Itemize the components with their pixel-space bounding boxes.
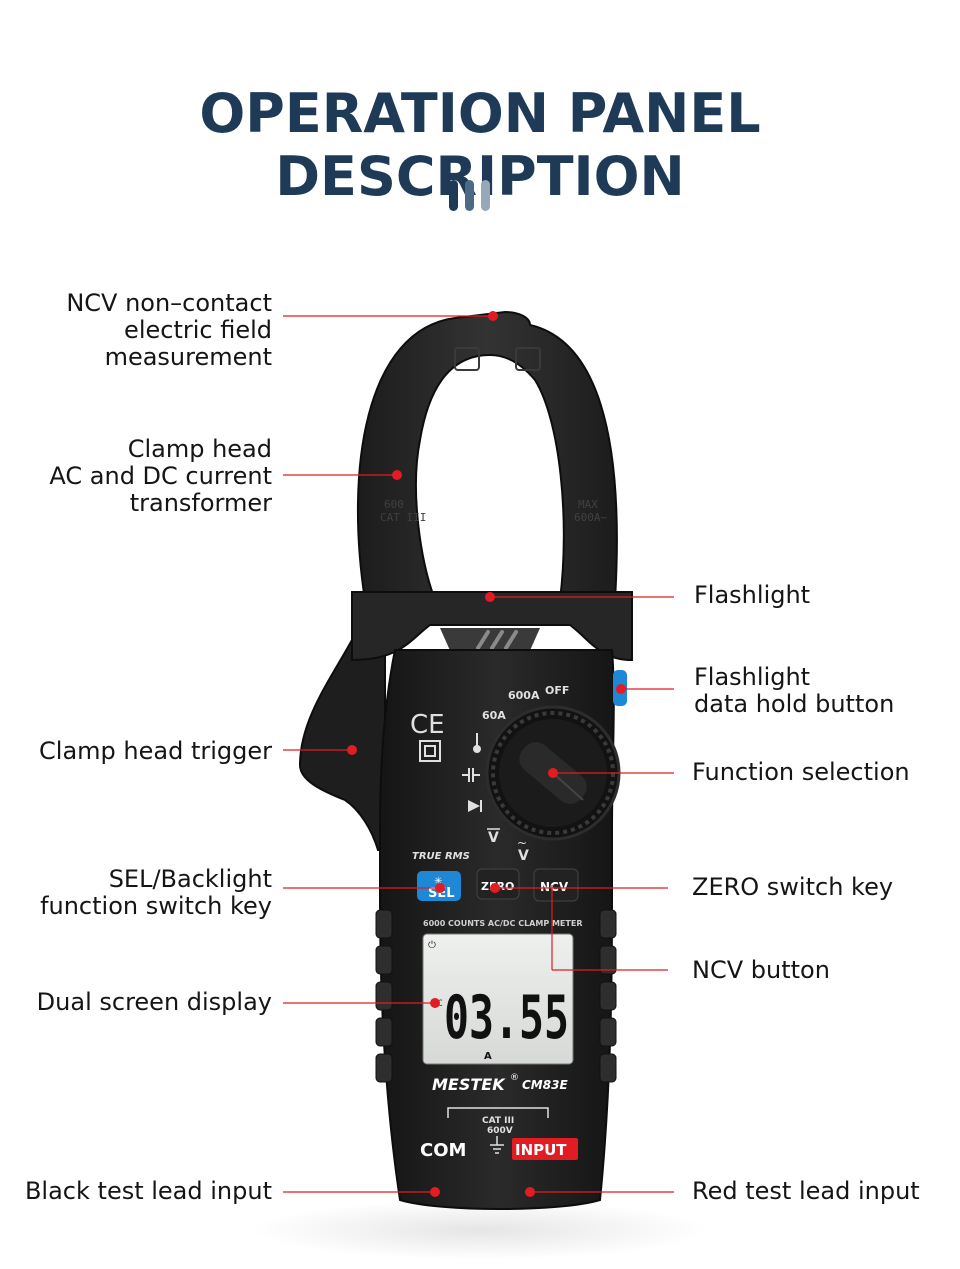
dial-label-off: OFF: [545, 684, 569, 697]
input-label: INPUT: [515, 1141, 567, 1159]
clamp-trigger[interactable]: [298, 638, 386, 851]
sel-button-label: SEL: [428, 886, 455, 901]
capacitor-icon: [462, 768, 480, 782]
model-banner-text: 6000 COUNTS AC/DC CLAMP METER: [423, 919, 582, 928]
diode-continuity-icon: [468, 800, 482, 812]
clamp-collar: [351, 591, 633, 662]
dial-label-vac: V: [518, 848, 529, 864]
callout-sel-backlight: SEL/Backlight function switch key: [40, 865, 272, 920]
callout-ncv-measurement: NCV non–contact electric field measureme…: [66, 289, 272, 371]
callout-red-lead: Red test lead input: [692, 1177, 920, 1205]
ground-icon: [490, 1136, 504, 1154]
dial-ac-tilde: ~: [517, 836, 527, 850]
ncv-button[interactable]: NCV: [533, 868, 579, 902]
deco-bar-2: [465, 180, 474, 211]
floor-shadow: [250, 1200, 710, 1260]
deco-bar-3: [481, 180, 490, 211]
callout-dual-screen: Dual screen display: [36, 988, 272, 1016]
dial-label-600a: 600A: [508, 689, 540, 702]
true-rms-text: TRUE RMS: [412, 851, 470, 862]
lcd-display: ⏻ DC 03.55 A: [422, 933, 574, 1065]
callout-black-lead: Black test lead input: [24, 1177, 272, 1205]
leader-lines: [283, 315, 674, 1193]
callout-flashlight-hold: Flashlight data hold button: [694, 663, 895, 718]
backlight-icon: ✳: [434, 876, 442, 887]
callout-ncv-button: NCV button: [692, 956, 830, 984]
power-icon: ⏻: [428, 940, 436, 951]
callout-zero-key: ZERO switch key: [692, 873, 894, 901]
side-grip-right: [599, 909, 617, 1083]
com-label: COM: [420, 1140, 466, 1161]
dial-label-vdc: V: [488, 830, 499, 846]
callout-function-selection: Function selection: [692, 758, 910, 786]
thermometer-icon: [473, 733, 481, 753]
leader-dots: [347, 311, 626, 1197]
input-badge: [512, 1138, 578, 1160]
callout-clamp-head: Clamp head AC and DC current transformer: [49, 435, 272, 517]
lcd-unit: A: [484, 1051, 492, 1062]
flashlight-slots: [476, 630, 518, 650]
model-name: CM83E: [522, 1078, 568, 1092]
callout-flashlight: Flashlight: [694, 581, 811, 609]
title-decoration: [449, 180, 490, 211]
lcd-reading: 03.55: [444, 983, 569, 1053]
side-grip-left: [375, 909, 393, 1083]
ncv-button-label: NCV: [540, 880, 569, 894]
cat-bracket: [447, 1107, 549, 1118]
double-insulation-icon: [419, 740, 441, 762]
registered-mark: ®: [510, 1073, 519, 1083]
callout-clamp-trigger: Clamp head trigger: [39, 737, 272, 765]
brand-logo: MESTEK: [432, 1075, 506, 1094]
ce-mark: CE: [410, 710, 445, 740]
deco-bar-1: [449, 180, 458, 211]
dial-label-60a: 60A: [482, 709, 506, 722]
page-title: OPERATION PANEL DESCRIPTION: [199, 82, 761, 208]
